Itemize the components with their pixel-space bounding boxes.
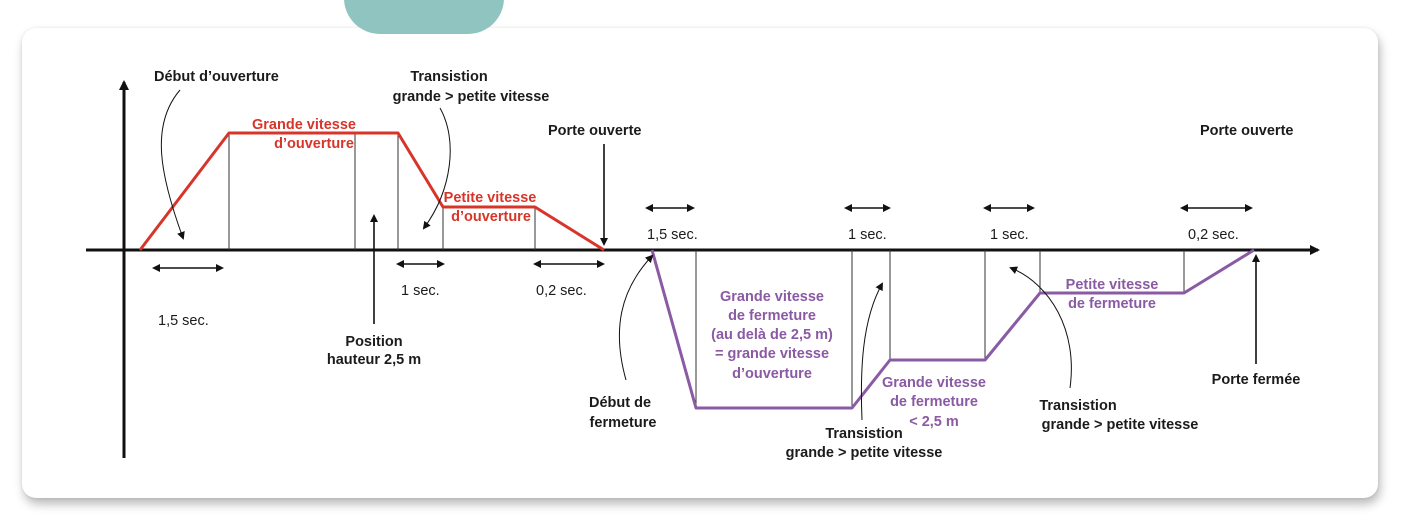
label-grande-vitesse-fermeture-low-3: < 2,5 m — [909, 414, 959, 430]
closing-speed-curve — [650, 248, 1255, 410]
label-time-1-mid: 1 sec. — [848, 227, 887, 243]
label-debut-ouverture: Début d’ouverture — [154, 69, 279, 85]
label-debut-fermeture-1: Début de — [588, 395, 652, 411]
label-grande-vitesse-fermeture-1: Grande vitesse — [720, 289, 824, 305]
label-transition-bottom-mid-1: Transistion — [825, 426, 903, 442]
label-debut-fermeture-2: fermeture — [589, 415, 657, 431]
label-time-0-2-right: 0,2 sec. — [1188, 227, 1239, 243]
label-grande-vitesse-ouverture-2: d’ouverture — [274, 136, 354, 152]
label-transition-top-2: grande > petite vitesse — [392, 89, 550, 105]
label-petite-vitesse-fermeture-1: Petite vitesse — [1065, 277, 1159, 293]
diagram-card — [22, 0, 1378, 498]
label-grande-vitesse-ouverture-1: Grande vitesse — [252, 117, 356, 133]
label-transition-top-1: Transistion — [410, 69, 488, 85]
label-petite-vitesse-ouverture-2: d’ouverture — [451, 209, 531, 225]
guide-lines — [228, 133, 1185, 408]
label-petite-vitesse-ouverture-1: Petite vitesse — [443, 190, 537, 206]
label-time-1-5-left: 1,5 sec. — [158, 313, 209, 329]
label-petite-vitesse-fermeture-2: de fermeture — [1068, 296, 1156, 312]
duration-arrows — [152, 204, 1253, 272]
label-position-1: Position — [345, 334, 403, 350]
label-time-1-right: 1 sec. — [990, 227, 1029, 243]
label-grande-vitesse-fermeture-4: = grande vitesse — [714, 346, 830, 362]
label-grande-vitesse-fermeture-low-1: Grande vitesse — [882, 375, 986, 391]
label-position-2: hauteur 2,5 m — [326, 352, 422, 368]
label-time-1-5-right: 1,5 sec. — [647, 227, 698, 243]
label-transition-bottom-right-1: Transistion — [1039, 398, 1117, 414]
callout-pointers — [160, 89, 1260, 421]
label-porte-fermee: Porte fermée — [1211, 372, 1301, 388]
decorative-tab — [344, 0, 504, 34]
label-porte-ouverte-left: Porte ouverte — [548, 123, 642, 139]
label-time-1-left: 1 sec. — [401, 283, 440, 299]
label-grande-vitesse-fermeture-2: de fermeture — [728, 308, 816, 324]
label-grande-vitesse-fermeture-5: d’ouverture — [732, 366, 812, 382]
label-porte-ouverte-right: Porte ouverte — [1200, 123, 1294, 139]
label-grande-vitesse-fermeture-low-2: de fermeture — [890, 394, 978, 410]
label-transition-bottom-mid-2: grande > petite vitesse — [785, 445, 943, 461]
label-time-0-2-left: 0,2 sec. — [536, 283, 587, 299]
label-grande-vitesse-fermeture-3: (au delà de 2,5 m) — [711, 327, 833, 343]
opening-speed-curve — [138, 131, 605, 252]
label-transition-bottom-right-2: grande > petite vitesse — [1041, 417, 1199, 433]
